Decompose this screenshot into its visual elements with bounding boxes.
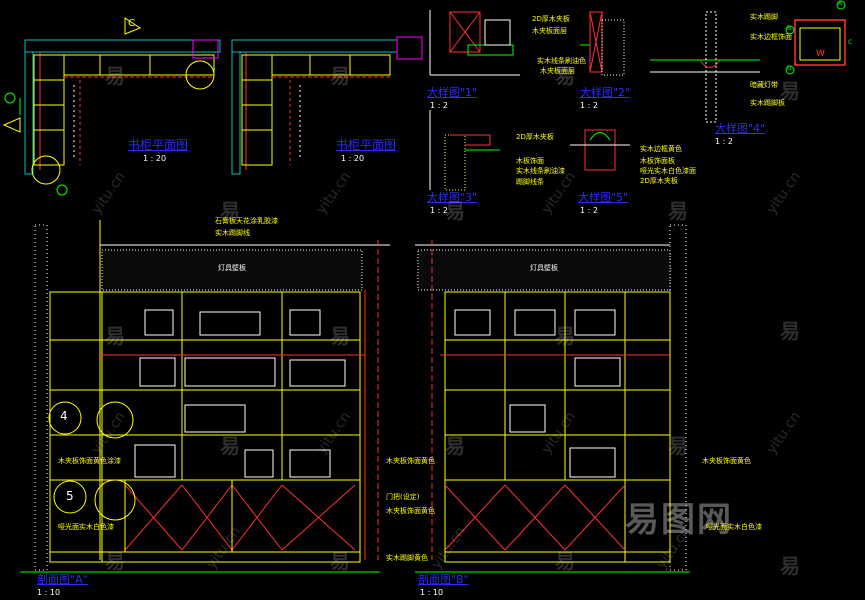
section-a-scale: 1 : 10	[37, 588, 61, 597]
note-d2-d: 实木踢脚板	[750, 99, 785, 107]
detail-5-title: 大样图"5"	[578, 191, 629, 204]
section-b-title: 剖面图"B"	[418, 573, 469, 586]
key-logo: W	[816, 49, 825, 59]
watermark-glyph-8: 易	[105, 324, 125, 348]
note-sec-bottom: 实木踢脚黄色	[386, 554, 428, 562]
watermark-glyph-10: 易	[555, 324, 575, 348]
note-sec-top1: 石膏板天花涂乳胶漆	[215, 217, 278, 225]
note-sec-left1: 木夹板饰面黄色涂漆	[58, 457, 121, 465]
key-marker-c: C	[848, 39, 853, 46]
note-sec-right2: 哑光面实木白色漆	[706, 523, 762, 531]
note-sec-mid2: 门把(设定)	[386, 493, 420, 501]
watermark-glyph-12: 易	[220, 434, 240, 458]
plan-right-title: 书柜平面图	[336, 138, 397, 152]
note-sec-mid3: 木夹板饰面黄色	[386, 507, 435, 515]
watermark-glyph-9: 易	[330, 324, 350, 348]
key-marker-d: D	[787, 65, 792, 72]
detail-3-title: 大样图"3"	[427, 191, 478, 204]
detail-3-scale: 1 : 2	[430, 206, 448, 215]
detail-5	[570, 129, 630, 171]
detail-4-scale: 1 : 2	[715, 137, 733, 146]
key-marker-a: A	[838, 0, 843, 7]
watermark-glyph-3: 易	[555, 64, 575, 88]
plan-right	[231, 36, 423, 175]
plan-left-scale: 1 : 20	[143, 154, 167, 163]
detail-4-title: 大样图"4"	[715, 122, 766, 135]
note-d3-b: 木板饰面	[516, 157, 544, 165]
note-d2-c: 暗藏灯带	[750, 81, 778, 89]
note-sec-top2: 实木踢脚线	[215, 229, 250, 237]
note-d3-c: 实木线条刷油漆	[516, 167, 565, 175]
note-d1-a: 2D厚木夹板	[532, 15, 570, 23]
north-marker: C	[128, 18, 135, 29]
note-d5-c: 哑光实木白色漆面	[640, 167, 696, 175]
watermark-glyph-1: 易	[105, 64, 125, 88]
section-a-title: 剖面图"A"	[37, 573, 88, 586]
watermark-glyph-7: 易	[668, 199, 688, 223]
watermark-glyph-4: 易	[780, 79, 800, 103]
watermark-glyph-6: 易	[445, 199, 465, 223]
note-d1-b: 木夹板面层	[532, 27, 567, 35]
detail-5-scale: 1 : 2	[580, 206, 598, 215]
callout-4: 4	[60, 409, 68, 423]
detail-4	[650, 11, 760, 123]
note-sec-right1: 木夹板饰面黄色	[702, 457, 751, 465]
note-d1-c: 实木线条刷油色	[537, 57, 586, 65]
detail-2-title: 大样图"2"	[580, 86, 631, 99]
watermark-glyph-11: 易	[780, 319, 800, 343]
note-d5-d: 2D厚木夹板	[640, 177, 678, 185]
detail-1-scale: 1 : 2	[430, 101, 448, 110]
section-a	[20, 220, 390, 573]
key-marker-b: B	[787, 25, 792, 32]
note-d2-a: 实木踢脚	[750, 13, 778, 21]
section-b	[415, 224, 690, 573]
callout-5: 5	[66, 489, 74, 503]
plan-right-scale: 1 : 20	[341, 154, 365, 163]
section-b-scale: 1 : 10	[420, 588, 444, 597]
plan-left-title: 书柜平面图	[128, 138, 189, 152]
note-sec-left2: 哑光面实木白色漆	[58, 523, 114, 531]
note-sec-band-l: 灯具壁板	[218, 264, 246, 272]
note-d3-a: 2D厚木夹板	[516, 133, 554, 141]
note-sec-band-r: 灯具壁板	[530, 264, 558, 272]
detail-1-title: 大样图"1"	[427, 86, 478, 99]
detail-3	[429, 110, 500, 191]
note-d5-a: 实木边框黄色	[640, 145, 682, 153]
watermark-glyph-16: 易	[330, 549, 350, 573]
watermark-glyph-5: 易	[220, 199, 240, 223]
watermark-glyph-17: 易	[555, 549, 575, 573]
note-d3-d: 踢脚线条	[516, 178, 544, 186]
note-sec-mid1: 木夹板饰面黄色	[386, 457, 435, 465]
note-d2-b: 实木边框饰面	[750, 33, 792, 41]
note-d1-d: 木夹板面层	[540, 67, 575, 75]
detail-2	[580, 11, 625, 76]
watermark-glyph-2: 易	[330, 64, 350, 88]
detail-1	[429, 10, 520, 76]
watermark-glyph-14: 易	[668, 434, 688, 458]
key-plan	[785, 0, 846, 75]
note-d5-b: 木板饰面板	[640, 157, 675, 165]
watermark-glyph-15: 易	[105, 549, 125, 573]
plan-left	[2, 17, 221, 196]
watermark-glyph-18: 易	[780, 554, 800, 578]
watermark-brand: 易图网	[625, 500, 733, 540]
watermark-glyph-13: 易	[445, 434, 465, 458]
detail-2-scale: 1 : 2	[580, 101, 598, 110]
